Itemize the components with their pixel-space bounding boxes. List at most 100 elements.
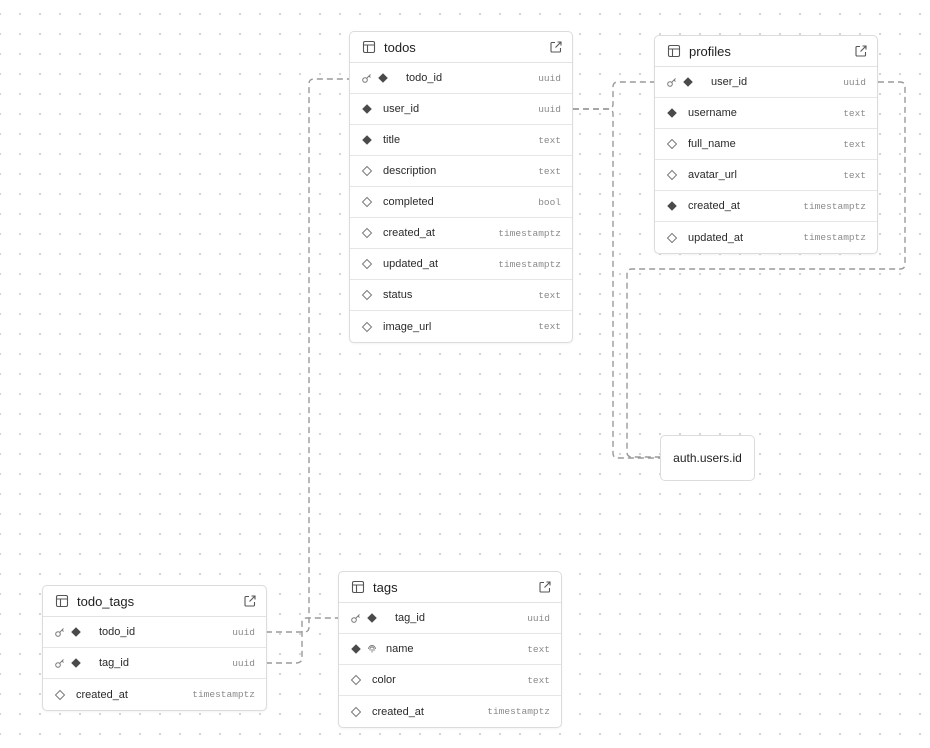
column-type: timestamptz — [803, 200, 866, 212]
outline-diamond-icon — [54, 689, 66, 701]
table-icon — [351, 580, 365, 594]
column-type: uuid — [232, 657, 255, 669]
outline-diamond-icon — [666, 232, 678, 244]
outline-diamond-icon — [350, 674, 362, 686]
external-link-icon[interactable] — [538, 580, 552, 594]
edge-todo-tags-todo-id-to-todos — [266, 78, 349, 633]
column-type: text — [843, 169, 866, 181]
column-row[interactable]: tag_id uuid — [339, 603, 561, 634]
column-row[interactable]: color text — [339, 665, 561, 696]
outline-diamond-icon — [666, 169, 678, 181]
column-name: description — [383, 165, 437, 177]
column-type: text — [527, 643, 550, 655]
column-type: timestamptz — [803, 232, 866, 243]
outline-diamond-icon — [361, 165, 373, 177]
filled-diamond-icon — [361, 134, 373, 146]
column-row[interactable]: image_url text — [350, 311, 572, 342]
column-type: text — [538, 134, 561, 146]
column-type: timestamptz — [487, 706, 550, 717]
column-name: color — [372, 674, 396, 686]
filled-diamond-icon — [70, 626, 82, 638]
filled-diamond-icon — [361, 103, 373, 115]
column-row[interactable]: created_at timestamptz — [339, 696, 561, 727]
external-link-icon[interactable] — [854, 44, 868, 58]
column-name: created_at — [372, 705, 424, 718]
column-type: text — [538, 321, 561, 332]
filled-diamond-icon — [666, 107, 678, 119]
column-name: tag_id — [99, 657, 129, 669]
table-tags[interactable]: tags tag_id uuid name text color text created_a… — [338, 571, 562, 728]
edge-todo-tags-tag-id-to-tags — [266, 617, 339, 664]
column-name: created_at — [688, 200, 740, 212]
external-link-icon[interactable] — [243, 594, 257, 608]
column-type: uuid — [538, 72, 561, 84]
column-type: bool — [538, 196, 561, 208]
column-type: text — [527, 674, 550, 686]
column-row[interactable]: tag_id uuid — [43, 648, 266, 679]
filled-diamond-icon — [666, 200, 678, 212]
column-name: username — [688, 107, 737, 119]
outline-diamond-icon — [350, 706, 362, 718]
column-name: avatar_url — [688, 169, 737, 181]
column-name: full_name — [688, 138, 736, 150]
column-type: uuid — [843, 76, 866, 88]
column-row[interactable]: description text — [350, 156, 572, 187]
key-icon — [54, 657, 66, 669]
table-title: todos — [384, 39, 416, 55]
column-type: text — [538, 165, 561, 177]
column-row[interactable]: created_at timestamptz — [43, 679, 266, 710]
table-title: tags — [373, 579, 398, 595]
column-row[interactable]: updated_at timestamptz — [350, 249, 572, 280]
outline-diamond-icon — [361, 289, 373, 301]
column-name: todo_id — [406, 72, 443, 84]
column-type: timestamptz — [498, 258, 561, 270]
column-type: uuid — [527, 612, 550, 624]
filled-diamond-icon — [366, 612, 378, 624]
external-reference-auth-users-id[interactable]: auth.users.id — [660, 435, 755, 481]
outline-diamond-icon — [361, 258, 373, 270]
column-row[interactable]: avatar_url text — [655, 160, 877, 191]
filled-diamond-icon — [70, 657, 82, 669]
table-header: todos — [350, 32, 572, 63]
outline-diamond-icon — [361, 321, 373, 333]
column-name: created_at — [76, 688, 128, 701]
column-type: timestamptz — [498, 227, 561, 239]
outline-diamond-icon — [361, 227, 373, 239]
column-name: status — [383, 289, 413, 301]
column-row[interactable]: username text — [655, 98, 877, 129]
column-name: tag_id — [395, 612, 425, 624]
column-name: image_url — [383, 320, 432, 333]
column-name: name — [386, 643, 414, 655]
table-header: tags — [339, 572, 561, 603]
column-name: updated_at — [383, 258, 439, 270]
column-row[interactable]: created_at timestamptz — [655, 191, 877, 222]
column-type: text — [843, 107, 866, 119]
filled-diamond-icon — [682, 76, 694, 88]
column-row[interactable]: name text — [339, 634, 561, 665]
column-row[interactable]: status text — [350, 280, 572, 311]
table-icon — [667, 44, 681, 58]
column-type: uuid — [538, 103, 561, 115]
external-link-icon[interactable] — [549, 40, 563, 54]
edge-todos-user-id-to-auth — [573, 108, 660, 459]
column-name: todo_id — [99, 626, 136, 638]
key-icon — [350, 612, 362, 624]
column-type: text — [538, 289, 561, 301]
column-row[interactable]: todo_id uuid — [350, 63, 572, 94]
table-header: profiles — [655, 36, 877, 67]
key-icon — [666, 76, 678, 88]
column-type: timestamptz — [192, 689, 255, 700]
table-icon — [55, 594, 69, 608]
table-header: todo_tags — [43, 586, 266, 617]
